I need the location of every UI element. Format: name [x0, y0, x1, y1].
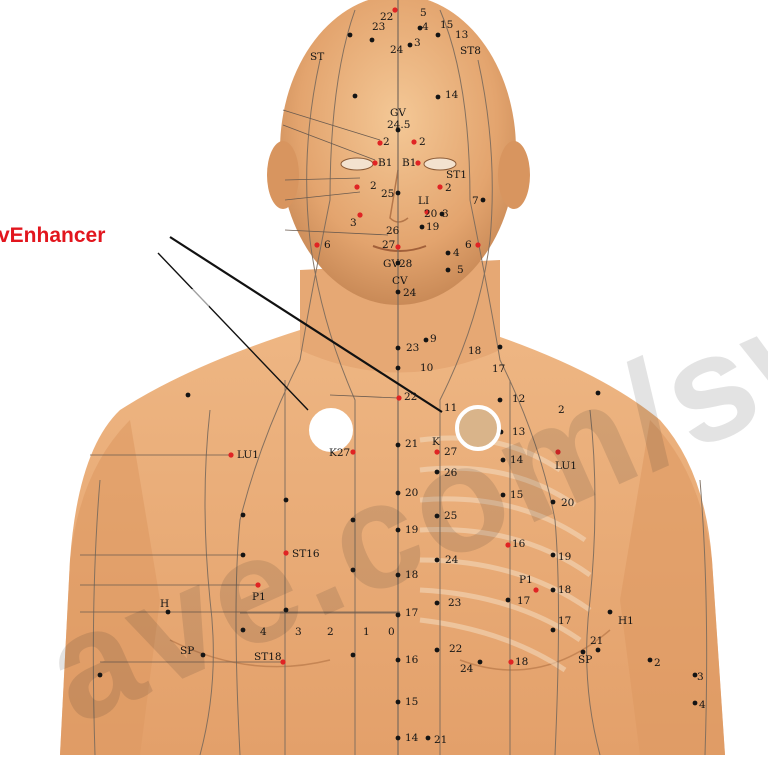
- point-label: 17: [492, 364, 505, 375]
- point-label: ST16: [292, 549, 320, 560]
- point-label: 18: [405, 570, 418, 581]
- point-label: 26: [444, 468, 457, 479]
- point-label: LU1: [237, 450, 259, 461]
- point-label: 13: [455, 30, 468, 41]
- point-label: 24: [403, 288, 416, 299]
- point-label: GV28: [383, 259, 412, 270]
- point-label: 24: [390, 45, 403, 56]
- point-label: 19: [426, 222, 439, 233]
- point-label: 2: [419, 137, 426, 148]
- point-label: 16: [405, 655, 418, 666]
- point-label: 21: [405, 439, 418, 450]
- left-eye: [341, 158, 373, 170]
- point-label: 2: [654, 658, 661, 669]
- point-label: 3: [442, 209, 449, 220]
- point-label: 14: [445, 90, 458, 101]
- point-label: 24: [445, 555, 458, 566]
- point-label: 2: [558, 405, 565, 416]
- point-label: 6: [324, 240, 331, 251]
- point-label: K27: [329, 448, 350, 459]
- point-label: 5: [457, 265, 464, 276]
- point-label: SP: [180, 646, 194, 657]
- point-label: 3: [295, 627, 302, 638]
- point-label: 25: [444, 511, 457, 522]
- point-label: ST1: [446, 170, 467, 181]
- point-label: ST18: [254, 652, 282, 663]
- point-label: 10: [420, 363, 433, 374]
- point-label: 27: [444, 447, 457, 458]
- point-label: 23: [372, 22, 385, 33]
- point-label: 20: [405, 488, 418, 499]
- point-label: B1: [402, 158, 416, 169]
- point-label: 17: [405, 608, 418, 619]
- point-label: 18: [558, 585, 571, 596]
- point-label: 18: [515, 657, 528, 668]
- point-label: P1: [519, 575, 533, 586]
- point-label: P1: [252, 592, 266, 603]
- point-label: 4: [260, 627, 267, 638]
- point-label: K: [432, 437, 440, 448]
- point-label: 3: [350, 218, 357, 229]
- point-label: 23: [406, 343, 419, 354]
- point-label: 24: [460, 664, 473, 675]
- point-label: 17: [517, 596, 530, 607]
- point-label: 21: [590, 636, 603, 647]
- point-label: 13: [512, 427, 525, 438]
- point-label: 22: [449, 644, 462, 655]
- point-label: 19: [405, 525, 418, 536]
- point-label: SP: [578, 655, 592, 666]
- torso-shape: [60, 330, 725, 755]
- point-label: 16: [512, 539, 525, 550]
- point-label: LU1: [555, 461, 577, 472]
- point-label: 15: [405, 697, 418, 708]
- point-label: CV: [392, 276, 408, 287]
- point-label: 2: [383, 137, 390, 148]
- point-label: 5: [420, 8, 427, 19]
- point-label: 17: [558, 616, 571, 627]
- point-label: 26: [386, 226, 399, 237]
- point-label: 20: [561, 498, 574, 509]
- point-label: 11: [444, 403, 457, 414]
- point-label: 25: [381, 189, 394, 200]
- point-label: 24.5: [387, 120, 410, 131]
- point-label: 14: [405, 733, 418, 744]
- point-label: 2: [445, 183, 452, 194]
- point-label: 0: [388, 627, 395, 638]
- point-label: 15: [510, 490, 523, 501]
- point-label: 2: [370, 181, 377, 192]
- point-label: 20: [424, 209, 437, 220]
- marker-right: [457, 407, 499, 449]
- point-label: 6: [465, 240, 472, 251]
- point-label: ST8: [460, 46, 481, 57]
- point-label: 4: [453, 248, 460, 259]
- right-ear: [498, 141, 530, 209]
- point-label: 27: [382, 240, 395, 251]
- brand-text: vEnhancer: [0, 224, 105, 248]
- point-label: 23: [448, 598, 461, 609]
- point-label: 2: [327, 627, 334, 638]
- point-label: 15: [440, 20, 453, 31]
- point-label: ST: [310, 52, 324, 63]
- point-label: 14: [510, 455, 523, 466]
- point-label: H1: [618, 616, 634, 627]
- point-label: LI: [418, 196, 429, 207]
- point-label: H: [160, 599, 169, 610]
- point-label: GV: [390, 108, 406, 119]
- point-label: 4: [699, 700, 706, 711]
- point-label: 4: [422, 22, 429, 33]
- point-label: 1: [363, 627, 370, 638]
- point-label: 21: [434, 735, 447, 746]
- point-label: 9: [430, 334, 437, 345]
- point-label: 7: [472, 196, 479, 207]
- point-label: 22: [404, 392, 417, 403]
- point-label: 3: [697, 672, 704, 683]
- point-label: 18: [468, 346, 481, 357]
- marker-left: [310, 409, 352, 451]
- point-label: 12: [512, 394, 525, 405]
- point-label: 3: [414, 38, 421, 49]
- point-label: 19: [558, 552, 571, 563]
- point-label: B1: [378, 158, 392, 169]
